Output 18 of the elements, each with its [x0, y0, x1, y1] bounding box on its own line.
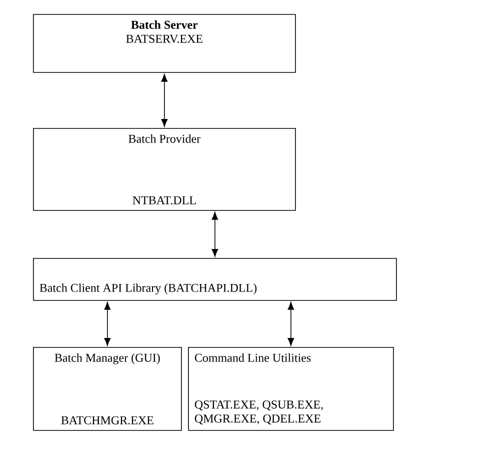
component-box — [33, 258, 397, 301]
arrow — [212, 212, 218, 257]
box-text: BATSERV.EXE — [126, 34, 202, 43]
box-text: QSTAT.EXE, QSUB.EXE, QMGR.EXE, QDEL.EXE — [194, 400, 323, 424]
component-box — [188, 347, 394, 431]
arrow — [104, 302, 111, 346]
arrow — [288, 302, 294, 346]
component-box — [33, 14, 296, 73]
box-text: BATCHMGR.EXE — [61, 416, 154, 424]
box-text: NTBAT.DLL — [132, 196, 196, 204]
component-box — [33, 128, 296, 211]
box-text: Command Line Utilities — [194, 353, 311, 362]
box-text: Batch Manager (GUI) — [54, 353, 160, 364]
box-text: Batch Provider — [128, 134, 200, 143]
box-text: Batch Server — [131, 20, 198, 29]
arrow — [161, 74, 168, 127]
box-text: Batch Client API Library (BATCHAPI.DLL) — [40, 283, 257, 294]
component-box — [33, 347, 182, 431]
